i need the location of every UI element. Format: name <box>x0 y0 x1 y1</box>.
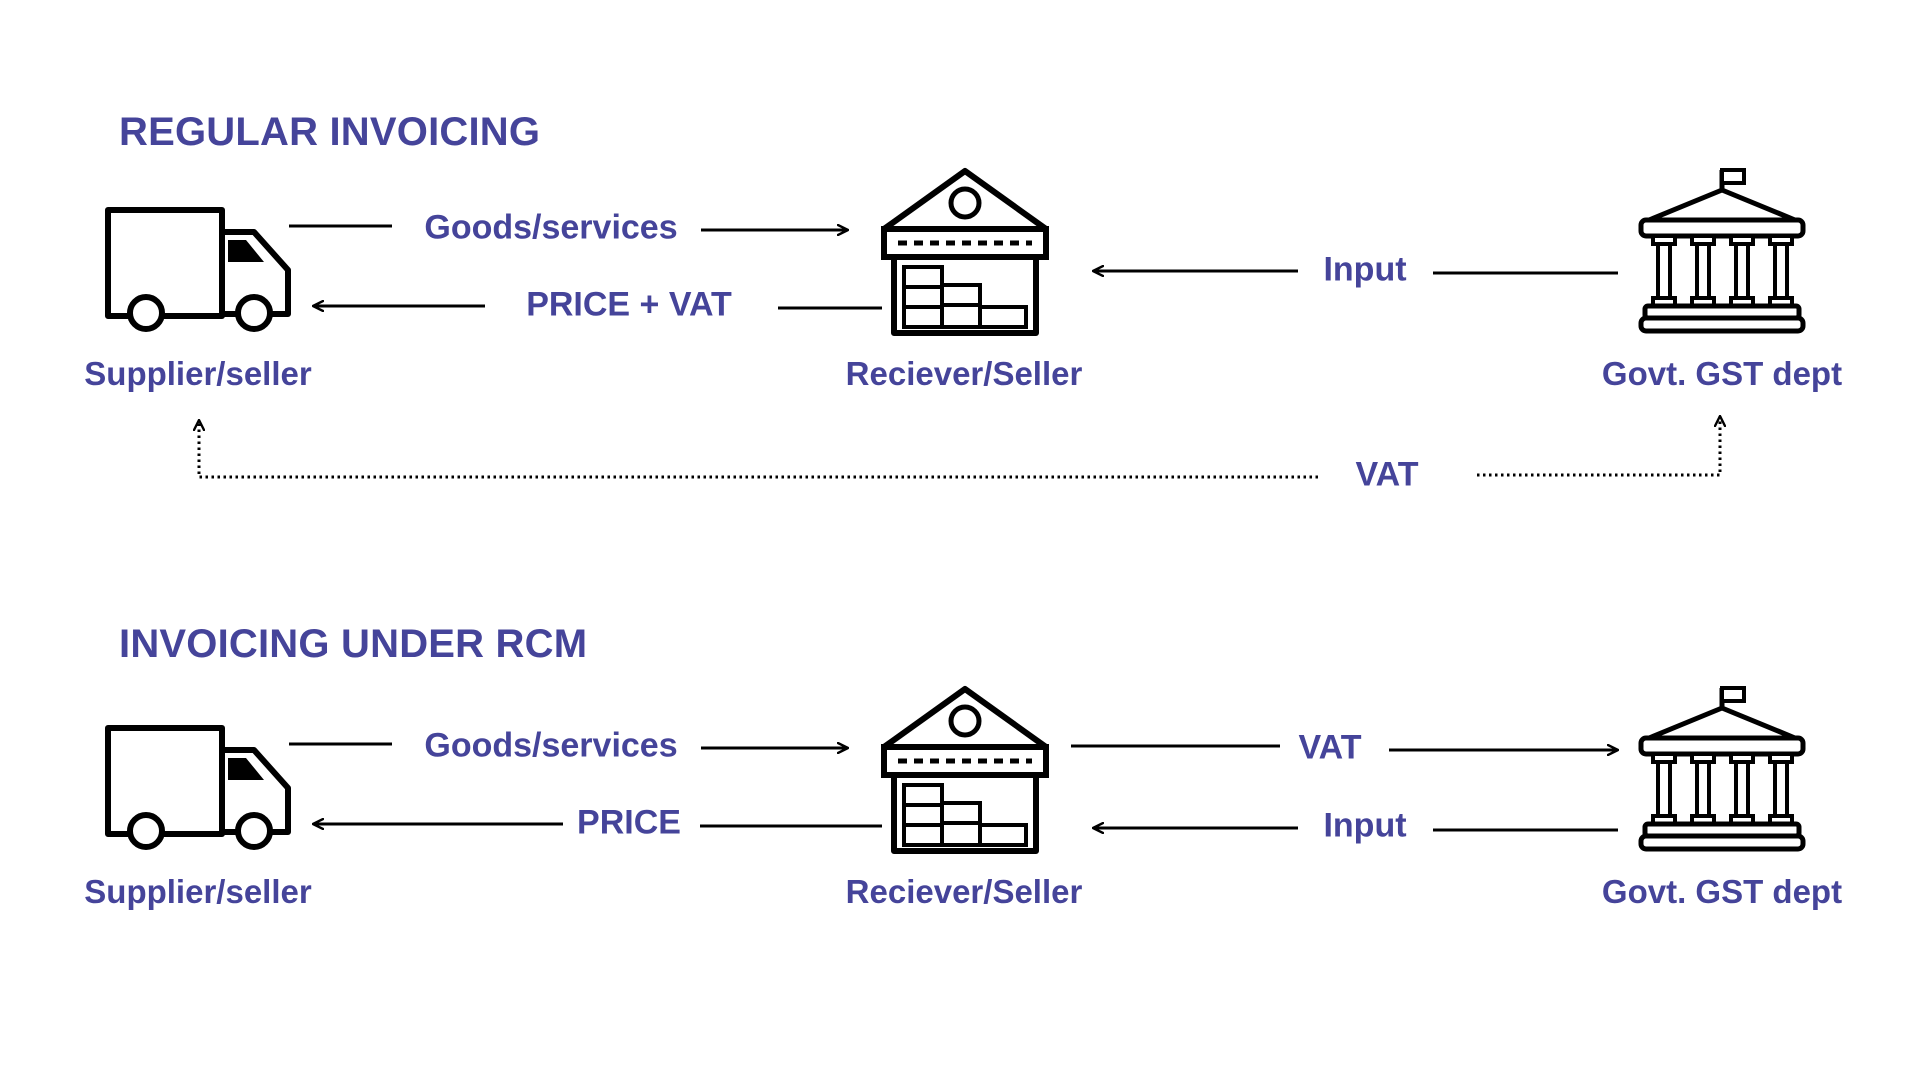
rcm-price-label: PRICE <box>577 803 681 842</box>
rcm-connectors <box>289 744 1618 830</box>
rcm-government-label: Govt. GST dept <box>1601 873 1843 910</box>
rcm-supplier-label: Supplier/seller <box>84 873 312 910</box>
regular-goods-label: Goods/services <box>424 208 678 247</box>
rcm-goods-label: Goods/services <box>424 726 678 765</box>
truck-icon <box>104 206 294 336</box>
regular-vat-dotted-right <box>1477 416 1720 477</box>
warehouse-icon <box>880 167 1050 337</box>
regular-section-title: REGULAR INVOICING <box>119 110 541 154</box>
regular-vat-label: VAT <box>1355 455 1419 494</box>
rcm-vat-label: VAT <box>1298 728 1362 767</box>
regular-connectors <box>199 226 1720 479</box>
rcm-receiver-label: Reciever/Seller <box>845 873 1083 910</box>
rcm-section-title: INVOICING UNDER RCM <box>119 622 588 666</box>
government-building-icon <box>1637 166 1807 336</box>
truck-icon <box>104 724 294 854</box>
rcm-input-label: Input <box>1323 806 1407 845</box>
warehouse-icon <box>880 685 1050 855</box>
regular-receiver-label: Reciever/Seller <box>845 355 1083 392</box>
regular-government-label: Govt. GST dept <box>1601 355 1843 392</box>
regular-price-label: PRICE + VAT <box>526 285 732 324</box>
government-building-icon <box>1637 684 1807 854</box>
regular-supplier-label: Supplier/seller <box>84 355 312 392</box>
regular-vat-dotted-left <box>199 420 1318 479</box>
regular-input-label: Input <box>1323 250 1407 289</box>
